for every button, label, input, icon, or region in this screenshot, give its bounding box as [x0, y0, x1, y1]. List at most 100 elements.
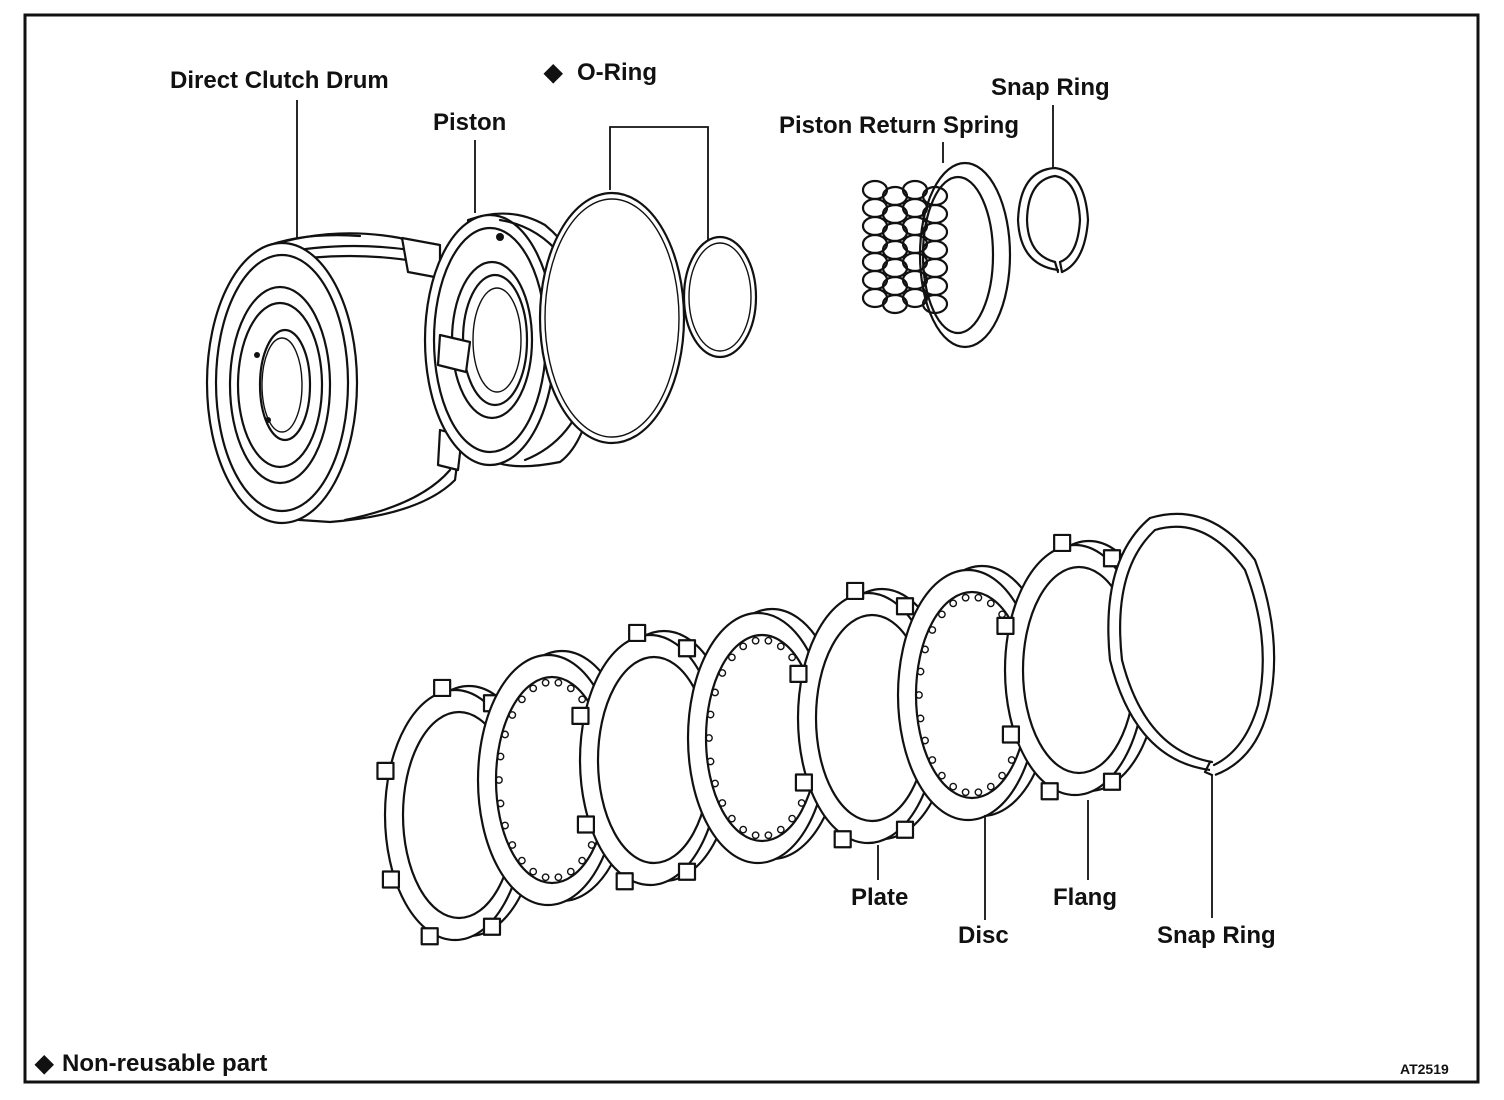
diagram-frame	[23, 13, 1480, 1084]
disc-tooth	[711, 779, 719, 788]
disc-tooth	[937, 610, 946, 619]
disc-tooth	[705, 734, 713, 742]
o-ring-large-inner	[544, 198, 680, 438]
disc-tooth	[508, 711, 517, 719]
disc-tooth	[921, 645, 929, 654]
disc-tooth	[949, 599, 958, 608]
label-piston: Piston	[433, 109, 506, 136]
plate-tab	[846, 581, 865, 601]
disc-tooth	[739, 642, 748, 651]
snap-ring-bottom	[1107, 512, 1276, 777]
disc-tooth	[788, 814, 797, 823]
disc-tooth	[764, 831, 773, 840]
plate-tab	[996, 616, 1015, 635]
disc-tooth	[496, 799, 505, 808]
label-snap-ring-bottom: Snap Ring	[1157, 922, 1276, 949]
disc-tooth	[718, 669, 727, 677]
disc-tooth	[916, 667, 925, 676]
disc-tooth	[706, 710, 715, 719]
legend-symbol: ◆	[34, 1050, 54, 1077]
label-piston-return-spring: Piston Return Spring	[779, 112, 1019, 139]
label-snap-ring-top: Snap Ring	[991, 74, 1110, 101]
disc-tooth	[961, 593, 970, 602]
plate-tab	[615, 872, 634, 891]
disc-tooth	[739, 825, 748, 834]
disc-tooth	[751, 831, 760, 840]
disc-tooth	[541, 678, 550, 687]
disc-tooth	[764, 636, 773, 645]
plate-tab	[1102, 772, 1122, 791]
o-ring-marker: ◆	[543, 59, 563, 86]
piston-return-spring	[861, 161, 1012, 349]
plate-tab	[833, 830, 852, 849]
disc-tooth	[776, 642, 785, 651]
disc-tooth	[916, 714, 925, 723]
disc-tooth	[937, 771, 946, 780]
disc-tooth	[921, 736, 929, 745]
plate-tab	[789, 664, 808, 683]
plate-tab	[794, 773, 814, 792]
disc-tooth	[711, 688, 719, 697]
disc-tooth	[495, 776, 503, 784]
disc-tooth	[578, 856, 587, 865]
disc-tooth	[974, 593, 983, 602]
disc-tooth	[727, 814, 736, 823]
o-ring-large	[538, 191, 686, 445]
disc-tooth	[998, 771, 1007, 780]
plate-tab	[1053, 533, 1072, 553]
clutch-pack	[376, 533, 1161, 946]
disc-tooth	[915, 691, 923, 699]
label-direct-clutch-drum: Direct Clutch Drum	[170, 67, 389, 94]
disc-tooth	[566, 867, 575, 876]
snap-ring-top	[1016, 166, 1090, 274]
disc-tooth	[529, 867, 538, 876]
disc-tooth	[496, 752, 505, 761]
disc-tooth	[517, 695, 526, 704]
plate-tab	[433, 678, 452, 698]
disc-tooth	[501, 821, 509, 830]
plate-tab	[381, 870, 401, 889]
plate-tab	[1001, 725, 1021, 744]
plate-tab	[677, 862, 697, 881]
disc-tooth	[788, 653, 797, 662]
disc-tooth	[566, 684, 575, 693]
disc-tooth	[554, 678, 563, 687]
disc-tooth	[587, 841, 596, 849]
label-o-ring: O-Ring	[577, 59, 657, 86]
spring-coils	[861, 179, 949, 315]
disc-tooth	[541, 873, 550, 882]
disc-tooth	[706, 757, 715, 766]
plate-tab	[1040, 782, 1059, 801]
plate-tab	[628, 623, 647, 643]
disc-tooth	[578, 695, 587, 704]
o-ring-small	[682, 235, 758, 359]
figure-code: AT2519	[1400, 1061, 1449, 1077]
disc-tooth	[517, 856, 526, 865]
disc-tooth	[554, 873, 563, 882]
disc-tooth	[949, 782, 958, 791]
disc-tooth	[986, 782, 995, 791]
disc-tooth	[974, 788, 983, 797]
plate-tab	[677, 639, 697, 658]
disc-tooth	[928, 626, 937, 634]
label-plate: Plate	[851, 884, 908, 911]
plate-tab	[576, 815, 596, 834]
disc-tooth	[751, 636, 760, 645]
disc-tooth	[797, 799, 806, 807]
disc-tooth	[986, 599, 995, 608]
disc-tooth	[727, 653, 736, 662]
legend-text: Non-reusable part	[62, 1050, 267, 1077]
plate-tab	[376, 761, 395, 780]
plate-tab	[895, 820, 915, 839]
disc-tooth	[1007, 756, 1016, 764]
plate-tab	[482, 917, 502, 936]
disc-tooth	[928, 756, 937, 764]
plate-tab	[571, 706, 590, 725]
label-flang: Flang	[1053, 884, 1117, 911]
plate-tab	[420, 927, 439, 946]
disc-tooth	[508, 841, 517, 849]
spring-coil	[921, 293, 949, 315]
plate-tab	[895, 597, 915, 616]
disc-tooth	[501, 730, 509, 739]
